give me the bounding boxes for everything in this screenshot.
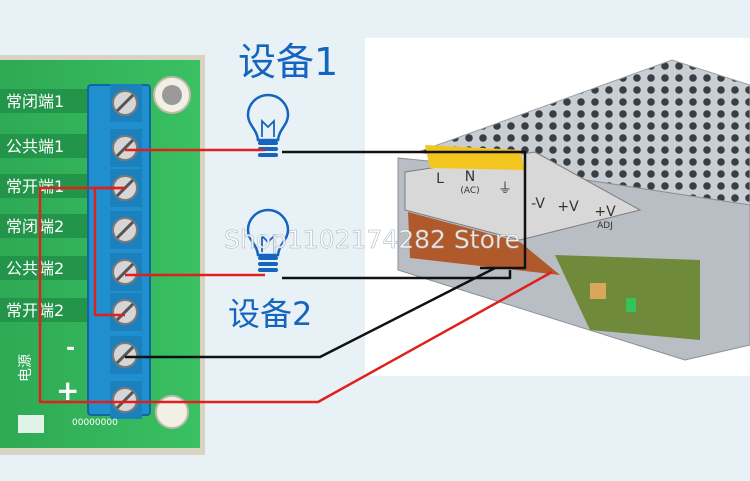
psu-circuit-board bbox=[555, 255, 700, 340]
wire-power-plus-to-psu bbox=[38, 186, 553, 404]
device-1: 设备1 bbox=[238, 40, 338, 157]
terminal-label: 常开端2 bbox=[6, 301, 64, 320]
wires bbox=[38, 148, 553, 404]
psu-terminal-label: +V bbox=[557, 199, 579, 215]
psu-terminal-sublabel: (AC) bbox=[460, 186, 479, 196]
psu-led bbox=[626, 298, 636, 312]
terminal-label: 常开端1 bbox=[6, 177, 64, 196]
label-stripe bbox=[0, 174, 88, 198]
screw-slot bbox=[115, 390, 135, 410]
psu-terminal-label: N bbox=[465, 169, 475, 185]
psu-terminal-screws-row bbox=[408, 212, 560, 275]
wire-device2-to-psu bbox=[282, 270, 512, 280]
psu-potentiometer bbox=[590, 283, 606, 299]
board-serial: 00000000 bbox=[72, 418, 118, 428]
terminal-label: 公共端1 bbox=[6, 137, 64, 156]
psu-terminal-label: ⏚ bbox=[498, 181, 512, 197]
screw-slot bbox=[115, 262, 135, 282]
terminal-label: 常闭端2 bbox=[6, 217, 64, 236]
terminal-label: 常闭端1 bbox=[6, 92, 64, 111]
device-label: 设备2 bbox=[228, 295, 312, 333]
label-stripe bbox=[0, 89, 88, 113]
psu-terminal-label: -V bbox=[531, 196, 545, 212]
light-bulb-icon bbox=[246, 208, 290, 272]
psu-terminal-label: L bbox=[436, 171, 444, 187]
power-plus-label: + bbox=[56, 374, 79, 407]
label-stripe bbox=[0, 214, 88, 238]
relay-board: 常闭端1 公共端1 常开端1 常闭端2 公共端2 常开端2 - + 电源 00000000 bbox=[0, 55, 205, 455]
mounting-hole bbox=[155, 395, 189, 429]
psu-terminal-label: +V bbox=[594, 204, 616, 220]
psu-terminal-sublabel: ADJ bbox=[597, 221, 613, 231]
screw-slot bbox=[115, 302, 135, 322]
wire-device1-to-psu bbox=[282, 150, 527, 270]
terminal-label: 公共端2 bbox=[6, 259, 64, 278]
mounting-screw bbox=[162, 85, 182, 105]
power-minus-label: - bbox=[66, 336, 75, 361]
device-label: 设备1 bbox=[238, 40, 338, 84]
watermark: Shop1102174282 Store bbox=[224, 225, 520, 254]
device-2: 设备2 bbox=[228, 208, 312, 333]
label-stripe bbox=[0, 298, 88, 322]
screw-slot bbox=[115, 345, 135, 365]
screw-slot bbox=[115, 220, 135, 240]
power-label: 电源 bbox=[18, 354, 34, 382]
board-marking bbox=[18, 415, 44, 433]
screw-slot bbox=[115, 93, 135, 113]
screw-slot bbox=[115, 138, 135, 158]
label-stripe bbox=[0, 134, 88, 158]
label-stripe bbox=[0, 256, 88, 280]
wire-power-minus-to-psu bbox=[125, 266, 496, 359]
